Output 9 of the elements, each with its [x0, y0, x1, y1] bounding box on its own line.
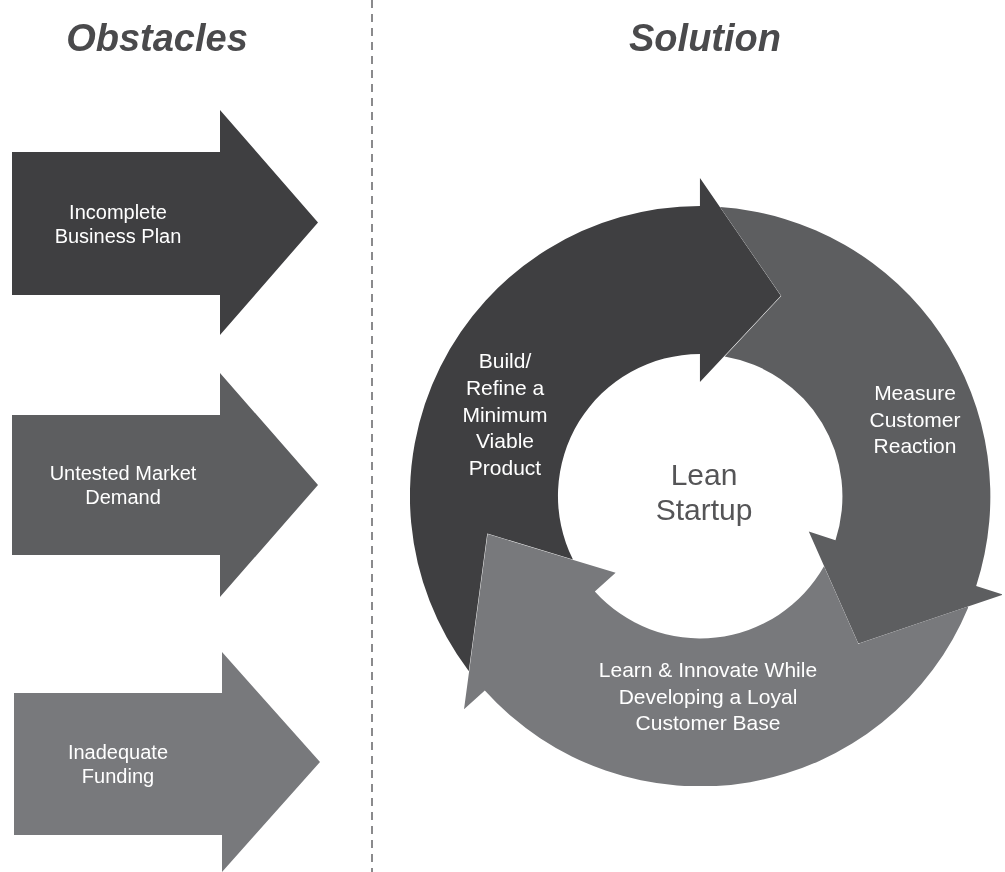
- column-heading: Obstacles: [66, 16, 248, 61]
- column-heading: Solution: [629, 16, 781, 61]
- obstacle-text: Incomplete Business Plan: [53, 199, 183, 248]
- step-text: Build/ Refine a Minimum Viable Product: [461, 348, 549, 481]
- center-label: Lean Startup: [654, 458, 754, 527]
- step-text: Learn & Innovate While Developing a Loyal Customer Base: [597, 657, 819, 737]
- obstacle-text: Untested Market Demand: [48, 461, 198, 509]
- obstacle-text: Inadequate Funding: [66, 740, 170, 788]
- step-text: Measure Customer Reaction: [868, 380, 962, 460]
